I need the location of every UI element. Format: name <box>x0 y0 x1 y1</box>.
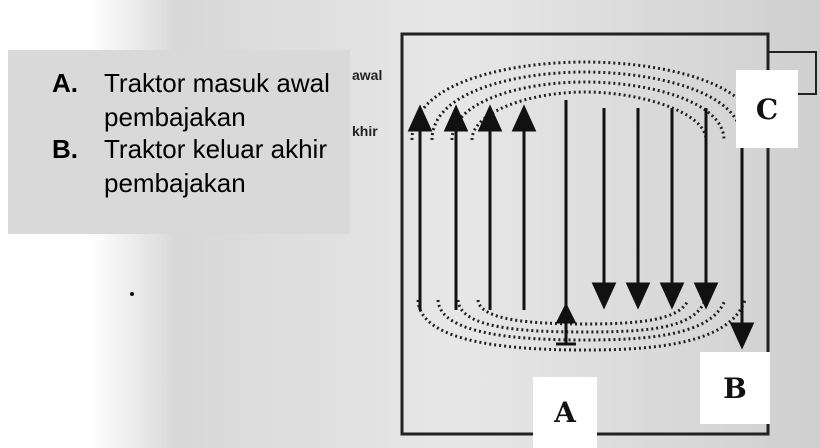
caption-text-a: Traktor masuk awal pembajakan <box>104 68 330 132</box>
headland-loops-bottom <box>416 299 747 352</box>
caption-letter-b: B. <box>52 134 78 164</box>
entry-arrow <box>555 100 577 346</box>
down-arrows <box>591 108 755 350</box>
fragment-akhir: khir <box>352 123 378 139</box>
caption-letter-a: A. <box>52 68 78 98</box>
ink-speck <box>130 292 134 296</box>
label-a: A <box>533 377 597 448</box>
caption-box: A. Traktor masuk awal pembajakan B. Trak… <box>8 50 350 234</box>
caption-text-b: Traktor keluar akhir pembajakan <box>104 134 327 198</box>
fragment-awal: awal <box>352 67 382 83</box>
up-arrows <box>407 104 537 310</box>
label-c: C <box>736 70 798 148</box>
label-b: B <box>700 352 770 424</box>
